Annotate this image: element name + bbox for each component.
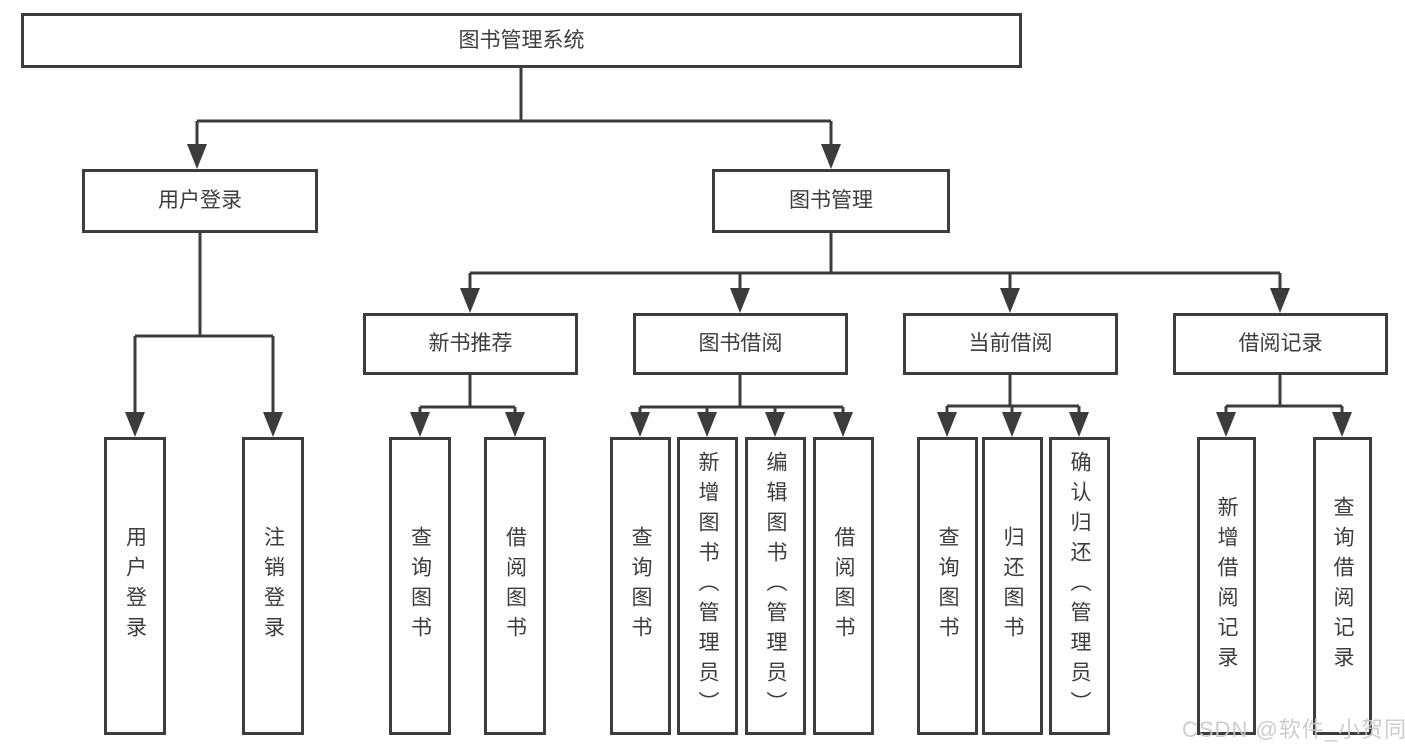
arrow-icon xyxy=(1002,412,1022,437)
connector-new-books xyxy=(418,375,517,415)
leaf-query-books-current: 查询图书 xyxy=(917,437,978,735)
node-root: 图书管理系统 xyxy=(21,13,1022,68)
leaf-add-books-admin: 新增图书（管理员） xyxy=(677,437,738,735)
leaf-confirm-return-admin: 确认归还（管理员） xyxy=(1049,437,1110,735)
connector-current-borrow xyxy=(945,375,1081,415)
arrow-icon xyxy=(630,412,650,437)
leaf-query-books-recommend: 查询图书 xyxy=(389,437,451,735)
csdn-watermark: CSDN @软件_小贺同学 xyxy=(1182,717,1405,742)
connector-book-mgmt xyxy=(468,233,1282,290)
arrow-icon xyxy=(730,288,750,313)
leaf-borrow-books-recommend: 借阅图书 xyxy=(484,437,546,735)
arrow-icon xyxy=(1069,412,1089,437)
leaf-return-books: 归还图书 xyxy=(982,437,1043,735)
arrow-icon xyxy=(1000,288,1020,313)
arrow-icon xyxy=(410,412,430,437)
arrow-icon xyxy=(1270,288,1290,313)
leaf-borrow-books-borrowing: 借阅图书 xyxy=(813,437,874,735)
arrow-icon xyxy=(765,412,785,437)
arrow-icon xyxy=(505,412,525,437)
node-current-borrowing: 当前借阅 xyxy=(903,313,1118,375)
arrowheads xyxy=(125,144,1352,437)
arrow-icon xyxy=(1332,412,1352,437)
connector-user-login xyxy=(133,233,275,415)
arrow-icon xyxy=(833,412,853,437)
arrow-icon xyxy=(263,412,283,437)
leaf-add-borrow-record: 新增借阅记录 xyxy=(1197,437,1256,735)
arrow-icon xyxy=(187,144,207,169)
leaf-logout: 注销登录 xyxy=(242,437,304,735)
node-user-login: 用户登录 xyxy=(82,169,318,233)
connector-borrow-records xyxy=(1224,375,1344,415)
node-book-management: 图书管理 xyxy=(712,169,950,233)
node-new-book-recommend: 新书推荐 xyxy=(363,313,578,375)
arrow-icon xyxy=(460,288,480,313)
arrow-icon xyxy=(125,412,145,437)
connector-book-borrow xyxy=(638,375,845,415)
arrow-icon xyxy=(821,144,841,169)
arrow-icon xyxy=(697,412,717,437)
leaf-query-books-borrowing: 查询图书 xyxy=(610,437,671,735)
leaf-edit-books-admin: 编辑图书（管理员） xyxy=(745,437,806,735)
connector-root xyxy=(195,68,833,146)
arrow-icon xyxy=(1216,412,1236,437)
node-book-borrowing: 图书借阅 xyxy=(633,313,848,375)
leaf-query-borrow-record: 查询借阅记录 xyxy=(1313,437,1372,735)
arrow-icon xyxy=(937,412,957,437)
leaf-user-login: 用户登录 xyxy=(104,437,166,735)
node-borrow-records: 借阅记录 xyxy=(1173,313,1388,375)
